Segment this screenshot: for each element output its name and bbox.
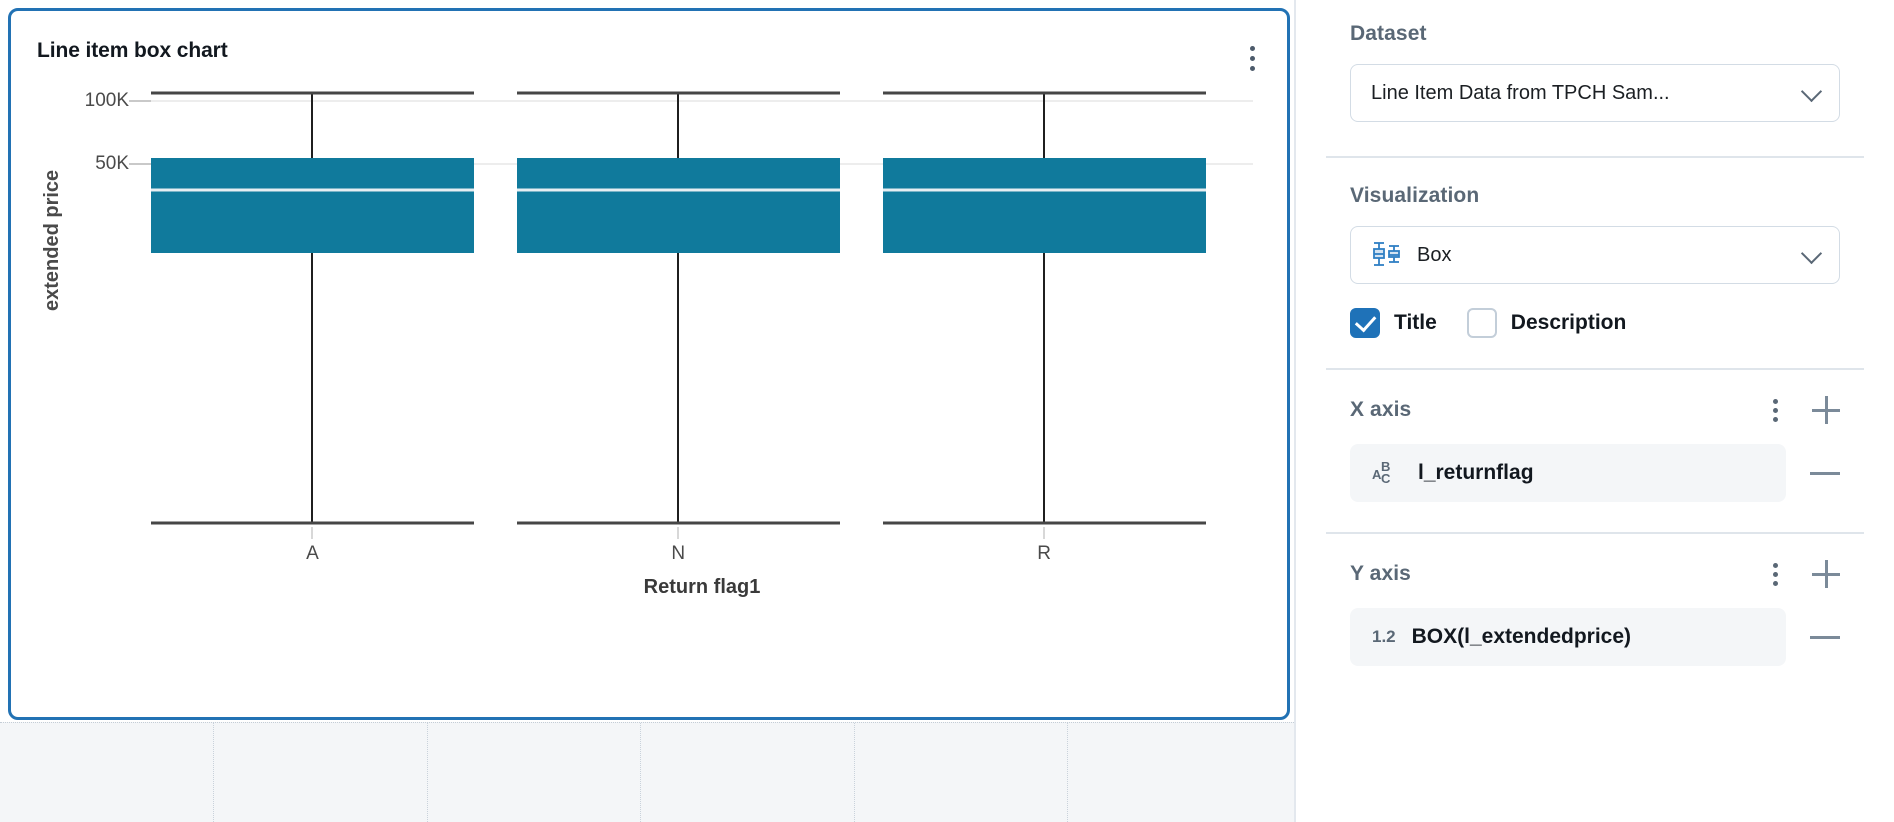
y-axis-field-name: BOX(l_extendedprice) [1411,625,1632,648]
plot-area: A N [151,71,1253,717]
box-body [516,158,840,253]
x-axis-field-pill[interactable]: A B C l_returnflag [1350,444,1786,502]
x-axis-header: X axis [1350,396,1840,424]
whisker-cap-lower [151,521,474,525]
gridline [151,100,1253,102]
median-line [516,188,840,192]
dataset-label: Dataset [1350,22,1427,45]
box-group-a: A [151,71,474,717]
y-axis-plus-icon[interactable] [1812,560,1840,588]
description-checkbox-label: Description [1510,311,1627,334]
median-line [151,188,474,192]
whisker-cap-lower [516,521,840,525]
x-axis-section: X axis A B C l_returnflag [1296,370,1894,502]
chevron-down-icon [1800,80,1823,103]
chevron-down-icon [1800,242,1823,265]
whisker-cap-upper [151,91,474,95]
svg-text:B: B [1381,459,1390,474]
y-axis-remove-field-icon[interactable] [1810,635,1840,639]
y-axis-section: Y axis 1.2 BOX(l_extendedprice) [1296,534,1894,666]
page-title: Line item box chart [37,39,228,62]
x-axis-remove-field-icon[interactable] [1810,471,1840,475]
whisker-cap-lower [882,521,1206,525]
chart-card[interactable]: Line item box chart extended price 100K … [8,8,1290,720]
abc-type-icon: A B C [1372,458,1402,489]
box-body [882,158,1206,253]
y-axis-kebab-menu-icon[interactable] [1764,561,1786,587]
description-checkbox[interactable] [1466,308,1497,338]
divider [1326,368,1864,370]
x-tick-label: A [306,543,319,564]
y-axis-field-pill[interactable]: 1.2 BOX(l_extendedprice) [1350,608,1786,666]
whisker-cap-upper [516,91,840,95]
y-axis-ticks: 100K 50K [11,71,151,717]
visualization-select-value: Box [1417,243,1452,266]
x-axis-field-name: l_returnflag [1418,461,1534,484]
dataset-select[interactable]: Line Item Data from TPCH Sam... [1350,64,1840,122]
svg-text:A: A [1372,467,1382,482]
visualization-select[interactable]: Box [1350,226,1840,284]
whisker-cap-upper [882,91,1206,95]
x-tick-label: N [671,543,686,564]
y-axis-field-row: 1.2 BOX(l_extendedprice) [1350,608,1840,666]
x-axis-kebab-menu-icon[interactable] [1764,397,1786,423]
divider [1326,156,1864,158]
box-plot-icon [1371,240,1405,270]
box-body [151,158,474,253]
title-checkbox-label: Title [1394,311,1437,334]
y-tick-label: 100K [84,90,129,111]
box-group-n: N [516,71,840,717]
dataset-select-value: Line Item Data from TPCH Sam... [1371,81,1670,104]
x-axis-field-row: A B C l_returnflag [1350,444,1840,502]
title-checkbox[interactable] [1350,308,1380,338]
x-tick-label: R [1037,543,1052,564]
dashboard-canvas: Line item box chart extended price 100K … [0,8,1294,822]
box-chart-plot: extended price 100K 50K [11,71,1287,717]
dashboard-grid-background [0,722,1294,822]
y-tick-label: 50K [95,153,129,174]
number-type-icon: 1.2 [1372,627,1396,646]
median-line [882,188,1206,192]
x-axis-plus-icon[interactable] [1812,396,1840,424]
x-axis-label: X axis [1350,398,1412,421]
y-axis-header: Y axis [1350,560,1840,588]
svg-text:C: C [1381,471,1391,484]
kebab-menu-icon[interactable] [1239,43,1265,73]
dataset-section: Dataset Line Item Data from TPCH Sam... [1296,0,1894,122]
visualization-label: Visualization [1350,184,1480,207]
box-group-r: R [882,71,1206,717]
divider [1326,532,1864,534]
x-axis-title: Return flag1 [643,576,761,598]
visualization-section: Visualization [1296,158,1894,338]
config-panel: Dataset Line Item Data from TPCH Sam... … [1294,0,1894,822]
y-axis-label: Y axis [1350,562,1411,585]
visualization-toggles: Title Description [1350,308,1840,338]
